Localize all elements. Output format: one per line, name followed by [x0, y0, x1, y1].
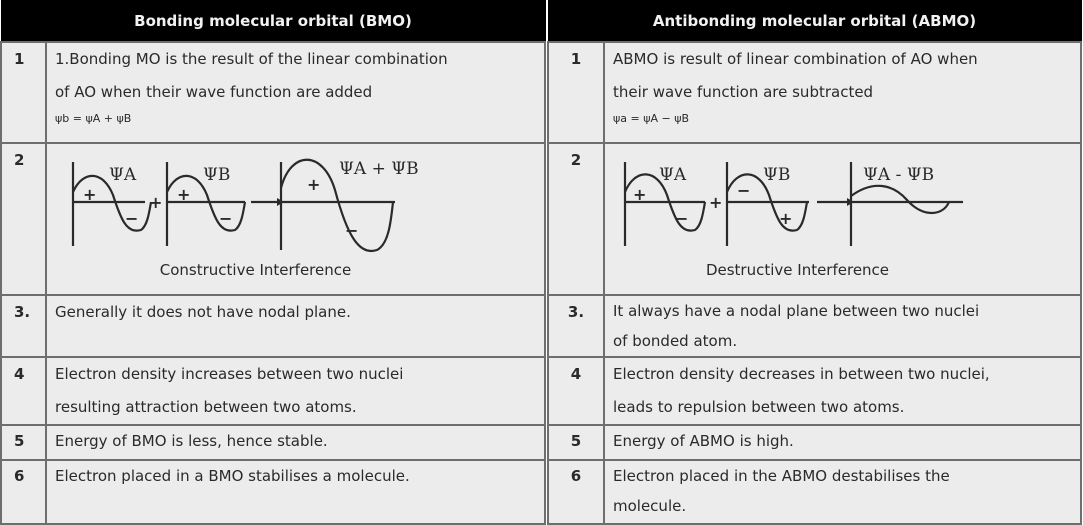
text-line: Generally it does not have nodal plane.: [55, 303, 351, 321]
table-row: 3. Generally it does not have nodal plan…: [0, 294, 546, 358]
svg-text:+: +: [779, 209, 792, 228]
text-line: their wave function are subtracted: [613, 83, 874, 101]
text-line: Electron placed in a BMO stabilises a mo…: [55, 467, 410, 485]
text-line: resulting attraction between two atoms.: [55, 398, 357, 416]
table-row: 1 ABMO is result of linear combination o…: [547, 41, 1082, 144]
plus-sign: +: [149, 193, 162, 212]
abmo-table: Antibonding molecular orbital (ABMO) 1 A…: [547, 0, 1082, 525]
table-row: 6 Electron placed in a BMO stabilises a …: [0, 459, 546, 525]
row-text: Electron density increases between two n…: [45, 356, 546, 426]
row-diagram: ΨA ΨB ΨA + ΨB + − + − + + − Constructive…: [45, 142, 546, 296]
row-text: Electron placed in a BMO stabilises a mo…: [45, 459, 546, 525]
row-text: 1.Bonding MO is the result of the linear…: [45, 41, 546, 144]
row-number: 6: [0, 459, 47, 525]
psi-a-label: ΨA: [659, 165, 687, 185]
text-line: of AO when their wave function are added: [55, 83, 373, 101]
row-number: 1: [547, 41, 605, 144]
text-line: Electron density increases between two n…: [55, 365, 404, 383]
svg-text:+: +: [633, 185, 646, 204]
table-row: 1 1.Bonding MO is the result of the line…: [0, 41, 546, 144]
bmo-table: Bonding molecular orbital (BMO) 1 1.Bond…: [0, 0, 546, 525]
text-line: Energy of BMO is less, hence stable.: [55, 432, 328, 450]
row-text: Generally it does not have nodal plane.: [45, 294, 546, 358]
abmo-header: Antibonding molecular orbital (ABMO): [547, 0, 1082, 43]
svg-text:+: +: [307, 175, 320, 194]
text-line: ABMO is result of linear combination of …: [613, 50, 978, 68]
text-line: 1.Bonding MO is the result of the linear…: [55, 50, 448, 68]
destructive-interference-diagram: ΨA ΨB ΨA - ΨB + − − + +: [623, 162, 963, 246]
row-number: 1: [0, 41, 47, 144]
text-line: Energy of ABMO is high.: [613, 432, 794, 450]
psi-a-label: ΨA: [109, 165, 137, 185]
constructive-caption: Constructive Interference: [159, 261, 352, 279]
row-number: 2: [547, 142, 605, 296]
svg-text:−: −: [675, 209, 688, 228]
text-line: leads to repulsion between two atoms.: [613, 398, 905, 416]
text-line: Electron placed in the ABMO destabilises…: [613, 467, 950, 485]
text-line: molecule.: [613, 497, 687, 515]
bmo-header: Bonding molecular orbital (BMO): [0, 0, 546, 43]
row-text: It always have a nodal plane between two…: [603, 294, 1082, 358]
row-number: 3.: [547, 294, 605, 358]
row-text: Electron density decreases in between tw…: [603, 356, 1082, 426]
row-text: Energy of BMO is less, hence stable.: [45, 424, 546, 461]
table-row: 4 Electron density increases between two…: [0, 356, 546, 426]
constructive-interference-diagram: ΨA ΨB ΨA + ΨB + − + − + + −: [71, 158, 419, 253]
psi-sum-label: ΨA + ΨB: [339, 159, 419, 179]
psi-b-label: ΨB: [763, 165, 790, 185]
table-row: 2: [0, 142, 546, 296]
plus-sign: +: [709, 193, 722, 212]
table-row: 6 Electron placed in the ABMO destabilis…: [547, 459, 1082, 525]
row-number: 4: [0, 356, 47, 426]
row-diagram: ΨA ΨB ΨA - ΨB + − − + + Destructive Inte…: [603, 142, 1082, 296]
psi-b-label: ΨB: [203, 165, 230, 185]
bmo-formula: ψb = ψA + ψB: [55, 112, 132, 125]
row-text: Energy of ABMO is high.: [603, 424, 1082, 461]
row-number: 3.: [0, 294, 47, 358]
text-line: of bonded atom.: [613, 332, 738, 350]
abmo-formula: ψa = ψA − ψB: [613, 112, 690, 125]
row-text: Electron placed in the ABMO destabilises…: [603, 459, 1082, 525]
svg-text:−: −: [737, 181, 750, 200]
psi-diff-label: ΨA - ΨB: [863, 165, 934, 185]
table-row: 5 Energy of ABMO is high.: [547, 424, 1082, 461]
row-number: 6: [547, 459, 605, 525]
table-row: 5 Energy of BMO is less, hence stable.: [0, 424, 546, 461]
svg-text:−: −: [125, 209, 138, 228]
row-number: 4: [547, 356, 605, 426]
row-number: 5: [547, 424, 605, 461]
svg-text:+: +: [177, 185, 190, 204]
svg-text:−: −: [219, 209, 232, 228]
svg-text:−: −: [345, 221, 358, 240]
table-row: 2: [547, 142, 1082, 296]
text-line: Electron density decreases in between tw…: [613, 365, 990, 383]
destructive-caption: Destructive Interference: [705, 261, 890, 279]
table-row: 4 Electron density decreases in between …: [547, 356, 1082, 426]
row-text: ABMO is result of linear combination of …: [603, 41, 1082, 144]
row-number: 5: [0, 424, 47, 461]
table-row: 3. It always have a nodal plane between …: [547, 294, 1082, 358]
svg-text:+: +: [83, 185, 96, 204]
text-line: It always have a nodal plane between two…: [613, 302, 980, 320]
row-number: 2: [0, 142, 47, 296]
